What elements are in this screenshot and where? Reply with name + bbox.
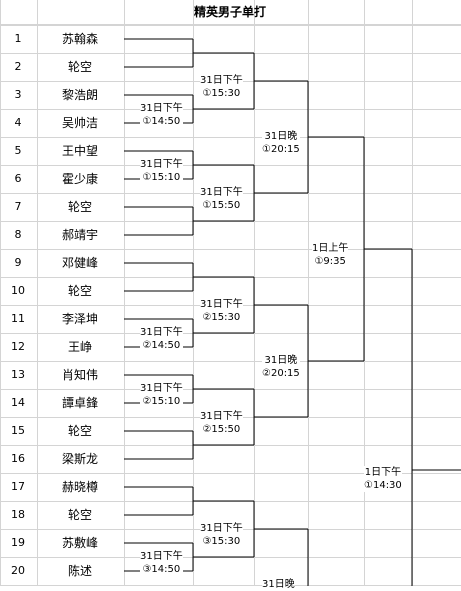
row-number: 13 bbox=[11, 368, 25, 381]
match-date: 31日下午 bbox=[200, 187, 243, 198]
match-date: 31日晚 bbox=[262, 579, 295, 590]
row-number: 11 bbox=[11, 312, 25, 325]
player-name: 郝靖宇 bbox=[61, 228, 98, 242]
match-date: 31日下午 bbox=[140, 551, 183, 562]
match-schedule-label: 31日下午 ②15:30 bbox=[200, 298, 243, 324]
match-date: 31日下午 bbox=[140, 327, 183, 338]
match-date: 31日下午 bbox=[140, 159, 183, 170]
match-schedule-label: 31日下午 ③14:50 bbox=[140, 550, 183, 576]
match-time: ②15:10 bbox=[142, 396, 181, 407]
row-number: 1 bbox=[14, 32, 22, 45]
match-time: ③14:50 bbox=[142, 564, 181, 575]
player-name: 梁斯龙 bbox=[61, 452, 98, 466]
row-number: 2 bbox=[14, 60, 22, 73]
match-schedule-label: 31日晚 bbox=[262, 578, 295, 591]
row-number: 15 bbox=[11, 424, 25, 437]
player-name: 王峥 bbox=[67, 340, 92, 354]
row-number: 9 bbox=[14, 256, 22, 269]
player-name: 肖知伟 bbox=[61, 368, 98, 382]
match-schedule-label: 1日下午 ①14:30 bbox=[364, 466, 402, 492]
match-time: ①14:50 bbox=[142, 116, 181, 127]
player-name: 黎浩朗 bbox=[61, 88, 98, 102]
match-date: 31日下午 bbox=[200, 299, 243, 310]
match-time: ③15:30 bbox=[202, 536, 241, 547]
match-time: ①9:35 bbox=[314, 256, 346, 267]
player-name: 轮空 bbox=[67, 424, 92, 438]
row-number: 5 bbox=[14, 144, 22, 157]
player-name: 轮空 bbox=[67, 508, 92, 522]
match-schedule-label: 31日下午 ①14:50 bbox=[140, 102, 183, 128]
player-name: 李泽坤 bbox=[61, 312, 98, 326]
match-schedule-label: 31日晚 ①20:15 bbox=[262, 130, 300, 156]
match-schedule-label: 31日下午 ②14:50 bbox=[140, 326, 183, 352]
player-name: 邓健峰 bbox=[61, 256, 98, 270]
player-name: 轮空 bbox=[67, 200, 92, 214]
match-date: 31日下午 bbox=[200, 75, 243, 86]
match-date: 31日下午 bbox=[200, 523, 243, 534]
row-number: 6 bbox=[14, 172, 22, 185]
player-name: 譚卓鋒 bbox=[61, 396, 98, 410]
match-time: ①15:50 bbox=[202, 200, 241, 211]
match-schedule-label: 31日下午 ②15:10 bbox=[140, 382, 183, 408]
row-number: 12 bbox=[11, 340, 25, 353]
match-schedule-label: 1日上午 ①9:35 bbox=[312, 242, 349, 268]
player-name: 吴帅洁 bbox=[61, 116, 98, 130]
row-number: 17 bbox=[11, 480, 25, 493]
player-name: 轮空 bbox=[67, 284, 92, 298]
match-time: ①14:30 bbox=[364, 480, 402, 491]
match-time: ①15:30 bbox=[202, 88, 241, 99]
match-time: ②15:50 bbox=[202, 424, 241, 435]
match-schedule-label: 31日下午 ①15:30 bbox=[200, 74, 243, 100]
row-number: 7 bbox=[14, 200, 22, 213]
player-name: 王中望 bbox=[61, 144, 98, 158]
player-name: 苏敷峰 bbox=[61, 536, 98, 550]
player-name: 轮空 bbox=[67, 60, 92, 74]
match-date: 31日晚 bbox=[264, 355, 298, 366]
match-date: 31日下午 bbox=[200, 411, 243, 422]
row-number: 18 bbox=[11, 508, 25, 521]
row-number: 19 bbox=[11, 536, 25, 549]
match-time: ②14:50 bbox=[142, 340, 181, 351]
row-number: 4 bbox=[14, 116, 22, 129]
match-schedule-label: 31日下午 ②15:50 bbox=[200, 410, 243, 436]
row-number: 14 bbox=[11, 396, 25, 409]
sheet-title: 精英男子单打 bbox=[193, 5, 266, 19]
match-date: 31日晚 bbox=[264, 131, 298, 142]
row-number: 8 bbox=[14, 228, 22, 241]
match-time: ①15:10 bbox=[142, 172, 181, 183]
row-number: 16 bbox=[11, 452, 25, 465]
player-name: 赫晓樽 bbox=[61, 480, 98, 494]
row-number: 20 bbox=[11, 564, 25, 577]
match-schedule-label: 31日下午 ③15:30 bbox=[200, 522, 243, 548]
row-number: 3 bbox=[14, 88, 22, 101]
row-number: 10 bbox=[11, 284, 25, 297]
match-date: 31日下午 bbox=[140, 103, 183, 114]
match-date: 1日上午 bbox=[312, 243, 349, 254]
player-name: 苏翰森 bbox=[61, 32, 98, 46]
match-time: ②15:30 bbox=[202, 312, 241, 323]
match-date: 1日下午 bbox=[364, 467, 402, 478]
match-time: ②20:15 bbox=[262, 368, 300, 379]
player-name: 陈述 bbox=[67, 564, 92, 578]
match-schedule-label: 31日晚 ②20:15 bbox=[262, 354, 300, 380]
player-name: 霍少康 bbox=[61, 172, 98, 186]
match-schedule-label: 31日下午 ①15:10 bbox=[140, 158, 183, 184]
match-schedule-label: 31日下午 ①15:50 bbox=[200, 186, 243, 212]
match-date: 31日下午 bbox=[140, 383, 183, 394]
match-time: ①20:15 bbox=[262, 144, 300, 155]
